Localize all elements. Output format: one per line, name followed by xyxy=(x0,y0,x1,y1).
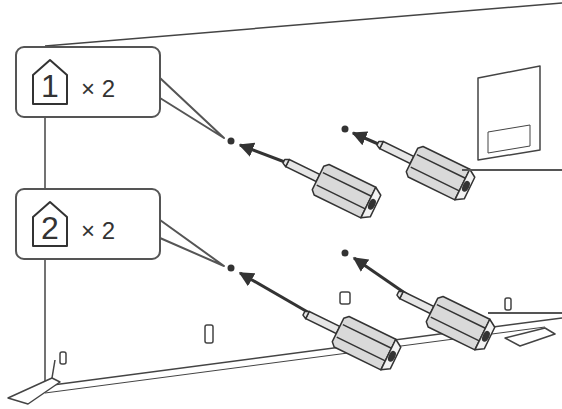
slot xyxy=(60,352,66,364)
spacer xyxy=(276,146,383,221)
callout-pointer xyxy=(160,220,224,266)
spacer xyxy=(370,128,477,203)
slot xyxy=(505,298,511,310)
callout-number: 2 xyxy=(29,211,71,245)
insert-arrow xyxy=(240,273,318,318)
quantity-text: × 2 xyxy=(81,204,115,244)
left-stand-neck xyxy=(52,360,55,378)
tv-top-edge xyxy=(45,3,562,46)
label-plate xyxy=(478,66,540,160)
quantity-text: × 2 xyxy=(81,62,115,102)
callout-number: 1 xyxy=(29,69,71,103)
callout-box: 2 × 2 xyxy=(15,188,161,260)
screw-hole xyxy=(342,126,349,133)
right-stand xyxy=(505,328,555,346)
slot xyxy=(205,325,213,343)
label-plate-inner xyxy=(488,125,530,153)
slot xyxy=(340,292,350,304)
spacer xyxy=(390,278,497,353)
screw-hole xyxy=(228,265,235,272)
leader-line xyxy=(462,169,562,171)
insert-arrow xyxy=(354,258,412,298)
screw-hole xyxy=(342,250,349,257)
screw-hole xyxy=(228,138,235,145)
spacer xyxy=(296,298,403,373)
part-symbol: 1 xyxy=(29,57,71,107)
callout-pointer xyxy=(160,78,224,138)
leader-line xyxy=(488,312,562,314)
left-stand xyxy=(8,378,60,404)
callout-box: 1 × 2 xyxy=(15,46,161,118)
part-symbol: 2 xyxy=(29,199,71,249)
